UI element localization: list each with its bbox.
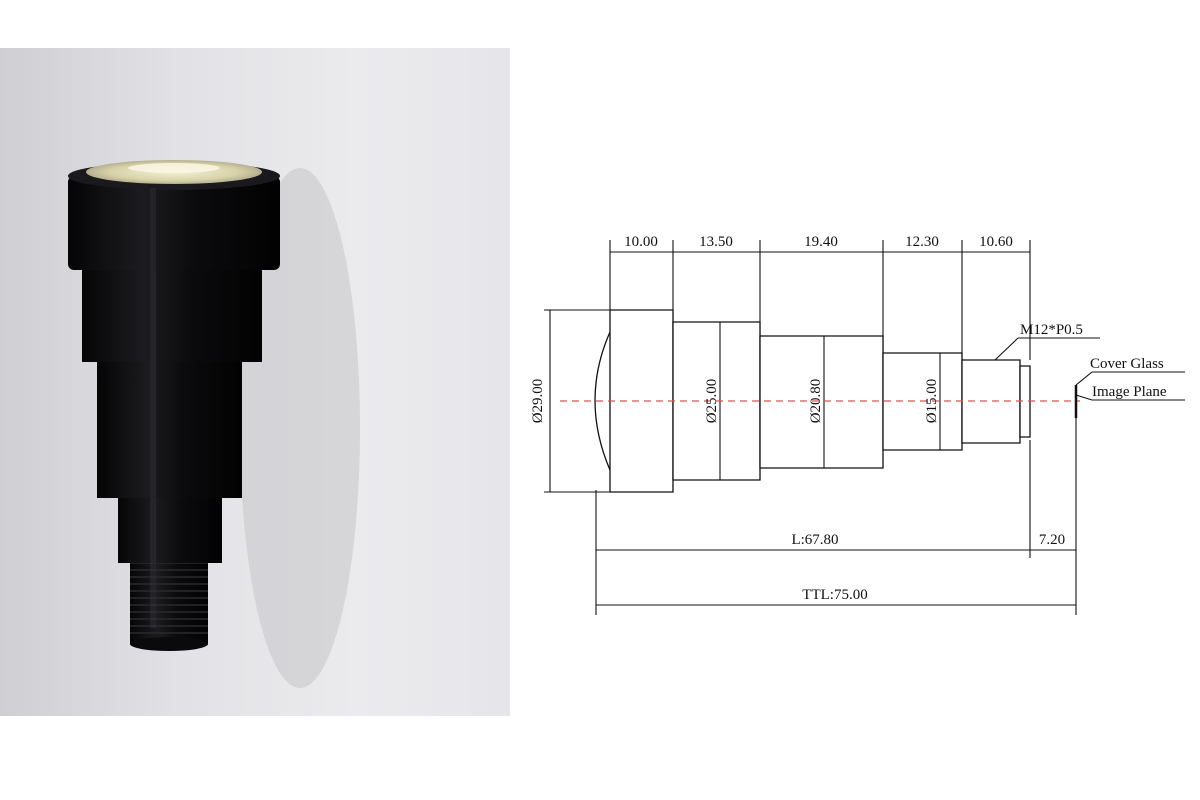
diameter-15: Ø15.00 bbox=[924, 379, 940, 424]
length-label: L:67.80 bbox=[791, 532, 838, 548]
segment-length-5: 10.60 bbox=[979, 234, 1013, 250]
lens-dimension-drawing: 10.00 13.50 19.40 12.30 10.60 Ø29.00 Ø25… bbox=[530, 234, 1185, 615]
thread-label: M12*P0.5 bbox=[1020, 322, 1083, 338]
segment-length-2: 13.50 bbox=[699, 234, 733, 250]
segment-length-4: 12.30 bbox=[905, 234, 939, 250]
ttl-label: TTL:75.00 bbox=[802, 587, 867, 603]
diameter-25: Ø25.00 bbox=[704, 379, 720, 424]
segment-length-1: 10.00 bbox=[624, 234, 658, 250]
cover-glass-label: Cover Glass bbox=[1090, 356, 1164, 372]
back-focus-label: 7.20 bbox=[1039, 532, 1065, 548]
image-plane-label: Image Plane bbox=[1092, 384, 1167, 400]
lens-photo bbox=[0, 48, 510, 716]
diameter-20-8: Ø20.80 bbox=[808, 379, 824, 424]
diameter-29: Ø29.00 bbox=[530, 379, 546, 424]
segment-length-3: 19.40 bbox=[804, 234, 838, 250]
